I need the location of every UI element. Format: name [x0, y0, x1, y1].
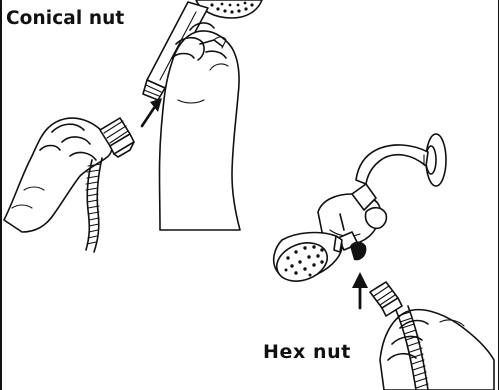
- hex-nut-label: Hex nut: [263, 341, 351, 363]
- wall-flange: [426, 134, 446, 186]
- arrow-up-right: [352, 272, 368, 308]
- hose-hand-bottom: [380, 310, 494, 390]
- shower-head-bottom: [271, 233, 342, 288]
- left-hand-top: [4, 118, 112, 232]
- hose-left: [86, 158, 102, 252]
- arrow-up-left: [142, 98, 162, 126]
- conical-nut-label: Conical nut: [6, 8, 124, 29]
- shower-arm: [356, 145, 428, 184]
